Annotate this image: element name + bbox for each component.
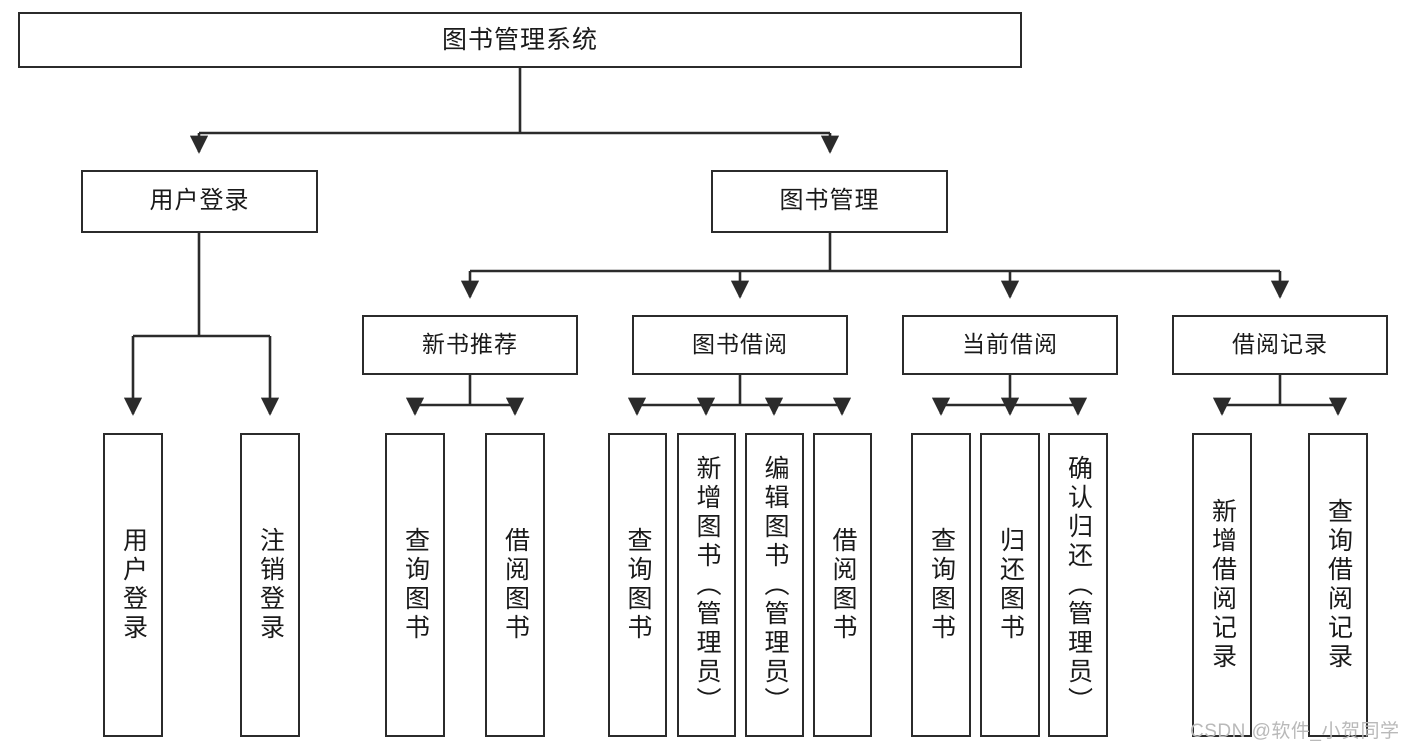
- node-label: 借阅图书: [829, 527, 857, 643]
- node-label: 查询图书: [927, 527, 956, 643]
- leaf-current-borrow-return-book[interactable]: 归还图书: [980, 433, 1040, 737]
- node-label: 查询图书: [401, 527, 430, 643]
- leaf-user-login-login[interactable]: 用户登录: [103, 433, 163, 737]
- node-label: 用户登录: [149, 187, 250, 215]
- node-label: 新书推荐: [422, 331, 518, 358]
- leaf-book-borrow-edit-book-admin[interactable]: 编辑图书（管理员）: [745, 433, 804, 737]
- leaf-book-borrow-query-book[interactable]: 查询图书: [608, 433, 667, 737]
- leaf-new-book-borrow-book[interactable]: 借阅图书: [485, 433, 545, 737]
- leaf-book-borrow-borrow-book[interactable]: 借阅图书: [813, 433, 872, 737]
- node-label: 查询借阅记录: [1324, 498, 1353, 672]
- node-label: 当前借阅: [962, 331, 1058, 358]
- node-current-borrow[interactable]: 当前借阅: [902, 315, 1118, 375]
- node-borrow-record[interactable]: 借阅记录: [1172, 315, 1388, 375]
- node-label: 归还图书: [996, 527, 1025, 643]
- node-label: 借阅图书: [501, 527, 530, 643]
- node-book-borrow[interactable]: 图书借阅: [632, 315, 848, 375]
- node-book-management-system[interactable]: 图书管理系统: [18, 12, 1022, 68]
- leaf-borrow-record-query-record[interactable]: 查询借阅记录: [1308, 433, 1368, 737]
- csdn-watermark: CSDN @软件_小贺同学: [1190, 721, 1400, 742]
- leaf-user-login-logout[interactable]: 注销登录: [240, 433, 300, 737]
- node-label: 图书借阅: [692, 331, 788, 358]
- node-label: 注销登录: [256, 527, 285, 643]
- node-label: 确认归还（管理员）: [1064, 454, 1093, 716]
- node-label: 查询图书: [624, 527, 652, 643]
- node-label: 新增借阅记录: [1208, 498, 1237, 672]
- node-label: 新增图书（管理员）: [693, 454, 721, 716]
- node-label: 用户登录: [119, 527, 148, 643]
- leaf-current-borrow-query-book[interactable]: 查询图书: [911, 433, 971, 737]
- leaf-new-book-query-book[interactable]: 查询图书: [385, 433, 445, 737]
- node-book-management[interactable]: 图书管理: [711, 170, 948, 233]
- node-label: 图书管理系统: [441, 26, 598, 54]
- leaf-book-borrow-add-book-admin[interactable]: 新增图书（管理员）: [677, 433, 736, 737]
- node-label: 图书管理: [779, 187, 880, 215]
- node-new-book-recommend[interactable]: 新书推荐: [362, 315, 578, 375]
- node-user-login[interactable]: 用户登录: [81, 170, 318, 233]
- leaf-current-borrow-confirm-return-admin[interactable]: 确认归还（管理员）: [1048, 433, 1108, 737]
- leaf-borrow-record-add-record[interactable]: 新增借阅记录: [1192, 433, 1252, 737]
- node-label: 借阅记录: [1232, 331, 1328, 358]
- node-label: 编辑图书（管理员）: [761, 454, 789, 716]
